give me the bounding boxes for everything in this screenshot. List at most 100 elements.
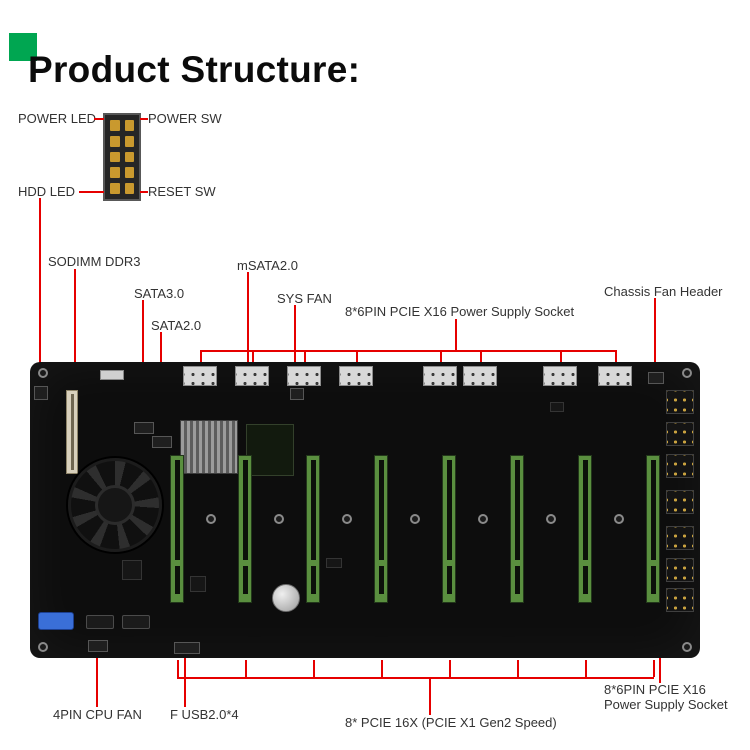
label-pcie-power-right-line1: 8*6PIN PCIE X16	[604, 682, 706, 697]
sodimm-slot	[66, 390, 78, 474]
pcie-power-socket	[183, 366, 217, 386]
chassis-fan-header	[648, 372, 664, 384]
label-sata2: SATA2.0	[151, 318, 202, 333]
pcie-power-socket	[463, 366, 497, 386]
screw-hole	[274, 514, 284, 524]
pcie-x16-slot	[510, 455, 524, 603]
pcie-x16-slot	[442, 455, 456, 603]
ic-chip	[190, 576, 206, 592]
pin	[110, 135, 120, 147]
leader-line	[659, 640, 661, 683]
front-panel-header	[34, 386, 48, 400]
screw-hole	[546, 514, 556, 524]
pcie-power-socket-right	[666, 454, 694, 478]
pin	[124, 167, 134, 179]
hdmi-port	[122, 615, 150, 629]
pin	[110, 167, 120, 179]
usb-header	[174, 642, 200, 654]
pcie-x16-slot	[578, 455, 592, 603]
leader-line	[177, 677, 654, 679]
pcie-power-socket-right	[666, 526, 694, 550]
leader-line	[585, 660, 587, 677]
screw-hole	[410, 514, 420, 524]
io-header	[100, 370, 124, 380]
leader-line	[74, 269, 76, 452]
front-panel-pin-header	[103, 113, 141, 201]
pcie-x16-slot	[374, 455, 388, 603]
pin	[110, 120, 120, 131]
leader-line	[653, 660, 655, 677]
cpu-fan	[68, 458, 162, 552]
leader-line	[455, 319, 457, 350]
screw-hole	[682, 642, 692, 652]
label-chassis-fan: Chassis Fan Header	[604, 284, 723, 299]
pin	[124, 135, 134, 147]
leader-line	[294, 305, 296, 392]
label-pcie-power-right-line2: Power Supply Socket	[604, 696, 728, 712]
pin	[110, 151, 120, 163]
label-cpu-fan: 4PIN CPU FAN	[53, 707, 142, 722]
leader-line	[177, 660, 179, 677]
page-title: Product Structure:	[28, 48, 361, 90]
leader-line	[140, 118, 148, 120]
label-reset-sw: RESET SW	[148, 184, 216, 199]
leader-line	[39, 198, 41, 395]
leader-line	[200, 350, 202, 367]
leader-line	[429, 677, 431, 715]
label-msata: mSATA2.0	[237, 258, 298, 273]
pcie-power-socket	[598, 366, 632, 386]
leader-line	[96, 650, 98, 707]
screw-hole	[342, 514, 352, 524]
leader-line	[247, 272, 249, 432]
leader-line	[560, 350, 562, 367]
screw-hole	[38, 368, 48, 378]
label-power-sw: POWER SW	[148, 111, 222, 126]
leader-line	[615, 350, 617, 367]
sata2-port	[152, 436, 172, 448]
label-sata3: SATA3.0	[134, 286, 185, 301]
cpu-fan-header	[88, 640, 108, 652]
pin	[124, 120, 134, 131]
leader-line	[140, 191, 148, 193]
pcie-power-socket	[287, 366, 321, 386]
motherboard	[30, 362, 700, 658]
title-accent-square	[9, 33, 37, 61]
leader-line	[245, 660, 247, 677]
hdmi-port	[86, 615, 114, 629]
screw-hole	[206, 514, 216, 524]
pcie-power-socket	[339, 366, 373, 386]
pin	[110, 183, 120, 194]
label-pcie-power-right: 8*6PIN PCIE X16 Power Supply Socket	[604, 682, 728, 713]
screw-hole	[478, 514, 488, 524]
ic-chip	[326, 558, 342, 568]
vga-port	[38, 612, 74, 630]
pcie-power-socket	[543, 366, 577, 386]
leader-line	[654, 298, 656, 378]
leader-line	[449, 660, 451, 677]
pcie-x16-slot	[646, 455, 660, 603]
label-power-led: POWER LED	[18, 111, 97, 126]
msata-slot	[246, 424, 294, 476]
pcie-power-socket	[423, 366, 457, 386]
sata3-port	[134, 422, 154, 434]
leader-line	[381, 660, 383, 677]
label-f-usb: F USB2.0*4	[170, 707, 239, 722]
leader-line	[440, 350, 442, 367]
leader-line	[480, 350, 482, 367]
pin	[124, 183, 134, 194]
leader-line	[517, 660, 519, 677]
ic-chip	[550, 402, 564, 412]
pcie-x16-slot	[170, 455, 184, 603]
leader-line	[79, 191, 104, 193]
chipset-heatsink	[180, 420, 238, 474]
pin	[124, 151, 134, 163]
leader-line	[313, 660, 315, 677]
screw-hole	[614, 514, 624, 524]
label-sodimm-ddr3: SODIMM DDR3	[48, 254, 141, 269]
label-hdd-led: HDD LED	[18, 184, 76, 199]
pcie-x16-slot	[238, 455, 252, 603]
leader-line	[252, 350, 254, 367]
screw-hole	[682, 368, 692, 378]
leader-line	[356, 350, 358, 367]
cmos-battery	[272, 584, 300, 612]
